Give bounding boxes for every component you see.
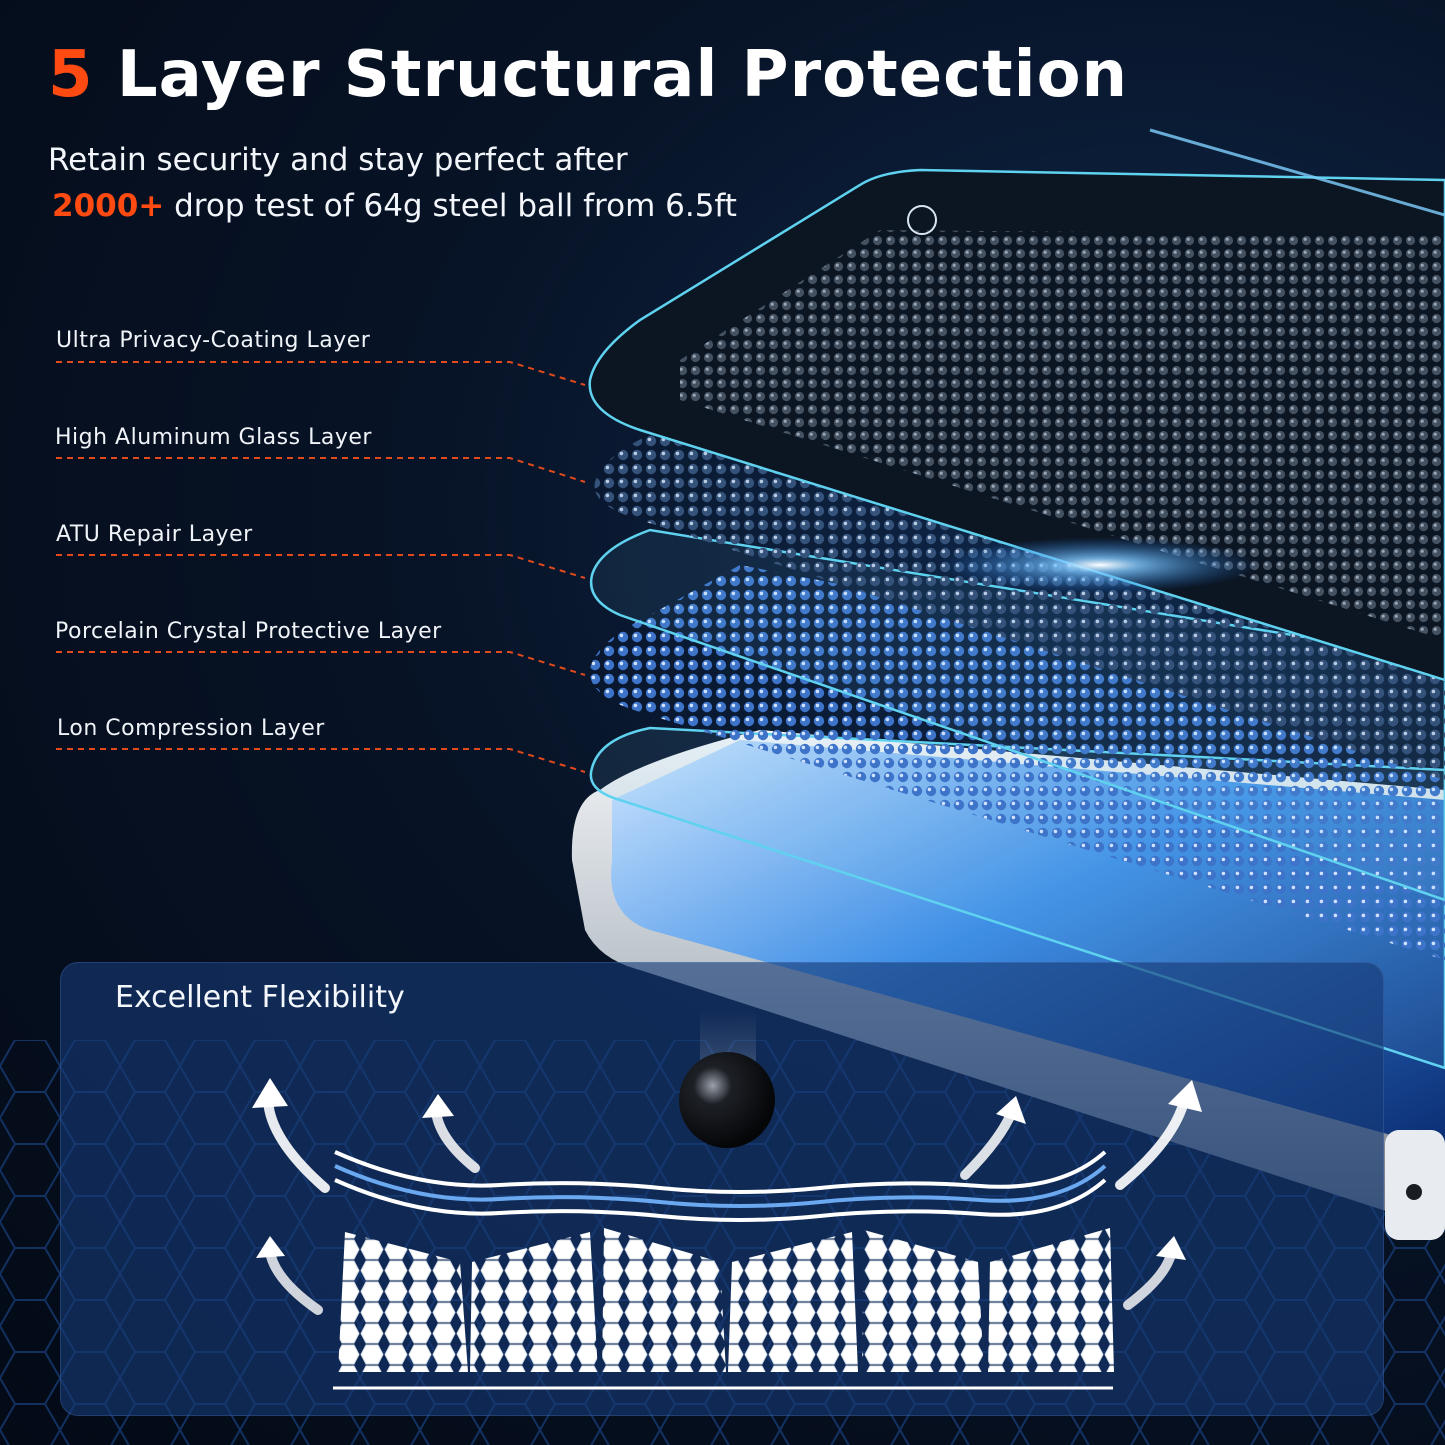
aluminum-glass-layer — [594, 430, 1445, 780]
steel-ball — [679, 1052, 775, 1148]
arrow-heads — [252, 1078, 1202, 1260]
layer-label-aluminum-glass: High Aluminum Glass Layer — [55, 425, 372, 450]
layer-label-porcelain-crystal: Porcelain Crystal Protective Layer — [55, 619, 442, 644]
subheadline-line-2-text: drop test of 64g steel ball from 6.5ft — [174, 188, 737, 224]
layer-label-atu-repair: ATU Repair Layer — [56, 522, 253, 547]
headline-text: Layer Structural Protection — [116, 38, 1129, 112]
subheadline-line-1: Retain security and stay perfect after — [48, 142, 628, 178]
leader-lines — [56, 361, 586, 773]
flex-wave — [334, 1150, 1107, 1222]
headline-number: 5 — [48, 38, 94, 112]
headline: 5 Layer Structural Protection — [48, 38, 1128, 112]
drop-count-highlight: 2000+ — [52, 188, 165, 224]
subheadline-line-2: 2000+ drop test of 64g steel ball from 6… — [52, 188, 737, 224]
atu-repair-layer — [589, 528, 1445, 902]
layer-label-lon-compression: Lon Compression Layer — [57, 716, 325, 741]
flexibility-title: Excellent Flexibility — [115, 980, 405, 1015]
light-flare — [940, 537, 1260, 593]
hex-cell-blocks — [338, 1228, 1114, 1372]
layer-label-privacy-coating: Ultra Privacy-Coating Layer — [56, 328, 371, 353]
light-streak — [1149, 128, 1445, 217]
